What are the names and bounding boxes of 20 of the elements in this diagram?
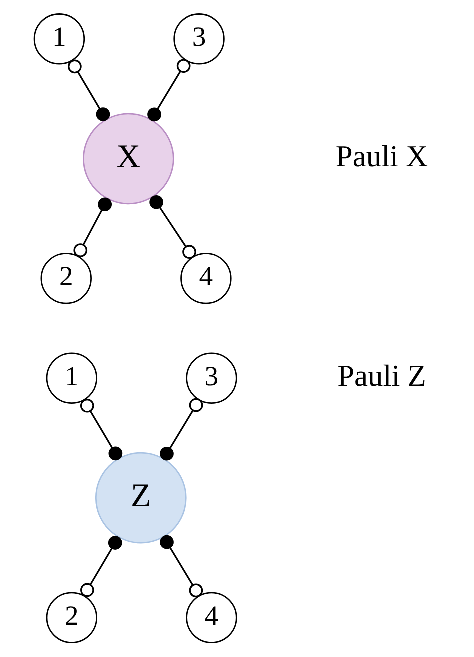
- connector: [150, 195, 196, 260]
- node-circle: 2: [40, 253, 92, 304]
- node-circle: 2: [46, 592, 98, 644]
- node-circle: 1: [46, 352, 98, 404]
- node-circle: 3: [174, 14, 225, 65]
- connector: [160, 398, 204, 461]
- node-circle: 3: [186, 352, 238, 404]
- node-circle: 4: [180, 253, 232, 304]
- connector: [74, 198, 112, 258]
- node-circle: 4: [186, 592, 238, 644]
- connector: [80, 398, 123, 461]
- label: Pauli Z: [338, 359, 426, 394]
- connector: [160, 535, 204, 598]
- connector: [80, 536, 122, 598]
- node-circle: X: [82, 113, 174, 205]
- connector: [68, 60, 110, 122]
- node-circle: Z: [95, 452, 187, 544]
- node-circle: 1: [34, 14, 86, 65]
- label: Pauli X: [336, 140, 428, 174]
- connector: [148, 59, 191, 122]
